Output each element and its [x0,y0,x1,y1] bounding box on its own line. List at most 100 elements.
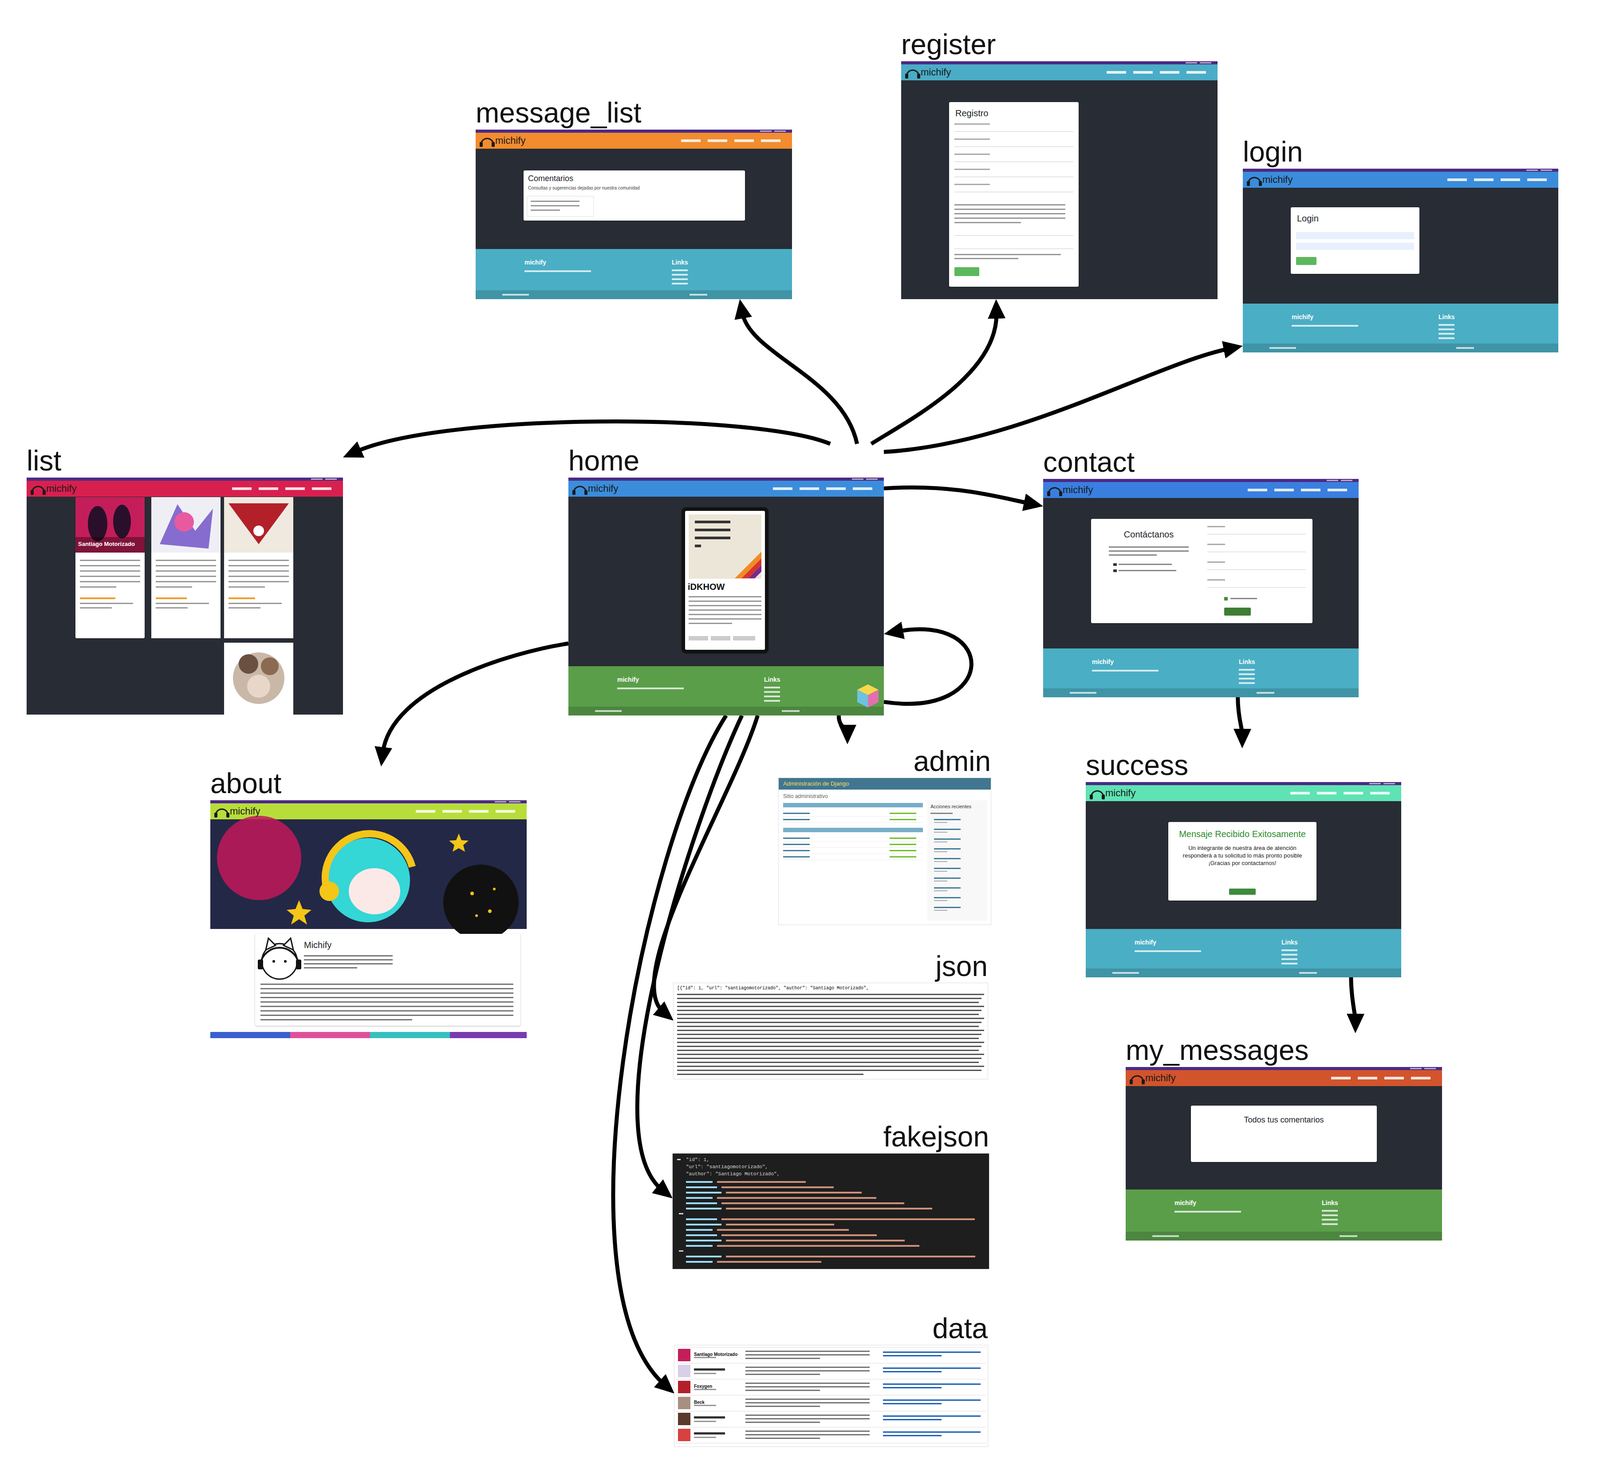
screen-illustration-part [247,674,271,698]
screen-illustration-part [1159,70,1180,74]
card-illustration-part [79,580,141,583]
screen-illustration-part [882,1351,981,1353]
page-name-wrap: login [1242,134,1559,169]
json-text-wrap: [{"id": 1, "url": "santiagomotorizado", … [677,985,985,991]
screen-illustration-part [155,602,209,604]
screen-illustration-part [1290,791,1310,795]
screen-illustration-part [685,1201,718,1204]
screen-illustration-part [1424,1067,1436,1069]
card-illustration-part [1108,546,1189,548]
screen-illustration-part [492,887,496,891]
screen-illustration-part [745,1357,820,1359]
code-line: "id": 1, [685,1156,710,1163]
screen-illustration-part [745,1421,820,1423]
card-title: Comentarios [528,173,574,184]
screen-illustration-part [933,867,961,869]
card-illustration-part [954,191,1074,193]
screen-illustration-part [721,1186,834,1188]
card-illustration-part [954,138,990,140]
page-name: my_messages [1125,1032,1443,1067]
screen-illustration-part [857,689,868,708]
screen-illustration-part [672,1153,990,1269]
screen-illustration-part [1242,171,1559,188]
card-title: Login [1296,213,1414,224]
screen-illustration-part [745,1433,870,1435]
screen-illustration-part [1438,337,1455,339]
screen-illustration [778,777,991,925]
screen-illustration-part [933,870,948,872]
screen-illustration-part [745,1437,820,1439]
admin-recent: Acciones recientes [930,803,972,809]
footer-brand-wrap: michify [1291,313,1314,321]
card-illustration [681,507,769,654]
screen-illustration-part [745,1382,870,1384]
page-screenshot: michifymichifyLinksMensaje Recibido Exit… [1085,748,1402,978]
screen-illustration-part [676,1394,986,1396]
screen-illustration-part [1447,178,1467,182]
screen-illustration-part [1085,968,1402,978]
screen-illustration-part [745,1430,870,1432]
screen-illustration-part [725,1207,933,1210]
screen-illustration-part [1125,1066,1443,1241]
navigation-arrow [871,312,997,444]
card-illustration-part [688,622,733,624]
page-name-wrap: register [901,27,1218,62]
site-brand-wrap: michify [229,803,261,819]
card-illustration-part [260,996,514,998]
screen-illustration-part [1131,1075,1144,1082]
screen: michifymichifyLinksTodos tus comentarios [1125,1066,1443,1241]
code-line: "url": "santiagomotorizado", [685,1163,769,1170]
card-illustration-part [79,570,141,572]
screen-illustration-part [677,1380,691,1393]
screen-illustration-part [214,812,218,818]
card-illustration-part [257,959,264,970]
site-brand: michify [495,133,526,148]
screen-illustration-part [1256,691,1275,694]
page-name: fakejson [672,1119,990,1154]
footer-links: Links [764,675,781,683]
footer-links-wrap: Links [764,675,781,683]
screen-illustration-part [778,777,991,790]
screen-illustration-part [707,139,728,142]
screen-illustration-part [155,586,193,588]
screen-illustration-part [155,575,217,577]
card-illustration-part [954,183,990,186]
card-illustration-part [260,983,514,985]
screen-illustration-part [1438,323,1455,326]
card-illustration-part [954,257,1019,260]
screen-illustration-part [1106,70,1127,74]
screen-illustration-part [1438,332,1455,335]
screen-illustration-part [1339,1234,1358,1237]
screen-illustration-part [1456,346,1474,349]
screen-illustration-part [933,890,948,891]
screen-illustration-part [671,269,688,272]
screen-illustration-part [882,1434,942,1436]
page-screenshot: michifymichifyLinksLoginlogin [1242,134,1559,353]
screen-illustration-part [1085,781,1402,785]
table-cell: Beck [693,1399,705,1405]
card-illustration-part [1118,563,1172,565]
screen-illustration-part [930,812,953,814]
screen-illustration-part [674,1344,988,1447]
card-illustration-part [260,1009,514,1012]
screen-illustration-part [1326,479,1339,481]
screen-illustration-part [671,282,688,285]
screen-illustration-part [228,570,289,572]
screen-illustration-part [1383,782,1396,785]
card-illustration-part [748,564,762,579]
screen-illustration-part [1199,62,1212,64]
screen-illustration-part [155,580,217,583]
screen-illustration-part [1125,1189,1443,1241]
screen-illustration-part [30,489,34,495]
screen-illustration-part [677,1037,979,1039]
screen-illustration-part [781,709,800,712]
card-title-wrap: Comentarios [528,173,574,184]
screen-illustration-part [1527,178,1547,182]
page-screenshot: michifyMichifyabout [210,766,527,1038]
footer-brand-wrap: michify [617,675,639,683]
screen-illustration-part [725,1223,835,1226]
screen-illustration-part [1043,478,1359,698]
screen-illustration-part [677,1021,982,1023]
screen-illustration-part [676,1442,986,1443]
screen-illustration-part [678,1212,684,1214]
